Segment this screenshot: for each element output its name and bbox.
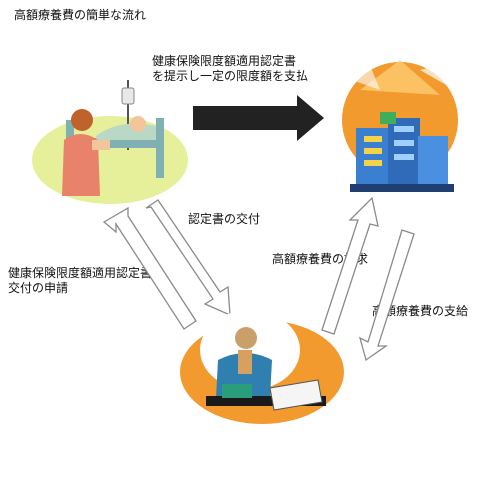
hospital-bed-nurse-icon: [32, 80, 188, 204]
present-certificate-label: 健康保険限度額適用認定書 を提示し一定の限度額を支払: [152, 54, 308, 84]
outline-arrow-apply: [102, 206, 197, 330]
issue-certificate-label: 認定書の交付: [188, 212, 261, 226]
apply-certificate-label: 健康保険限度額適用認定書 交付の申請: [8, 266, 152, 296]
office-worker-icon: [180, 310, 344, 424]
outline-arrow-payment: [358, 229, 415, 362]
present-certificate-line2: を提示し一定の限度額を支払: [152, 69, 309, 83]
present-certificate-line1: 健康保険限度額適用認定書: [152, 54, 297, 68]
apply-certificate-line2: 交付の申請: [8, 281, 69, 295]
page-title: 高額療養費の簡単な流れ: [14, 8, 147, 22]
payment-label: 高額療養費の支給: [372, 304, 469, 318]
hospital-building-icon: [342, 60, 460, 192]
apply-certificate-line1: 健康保険限度額適用認定書: [8, 266, 153, 280]
outline-arrow-issue: [145, 199, 231, 317]
solid-arrow: [193, 95, 324, 141]
outline-arrow-claim: [321, 196, 379, 335]
